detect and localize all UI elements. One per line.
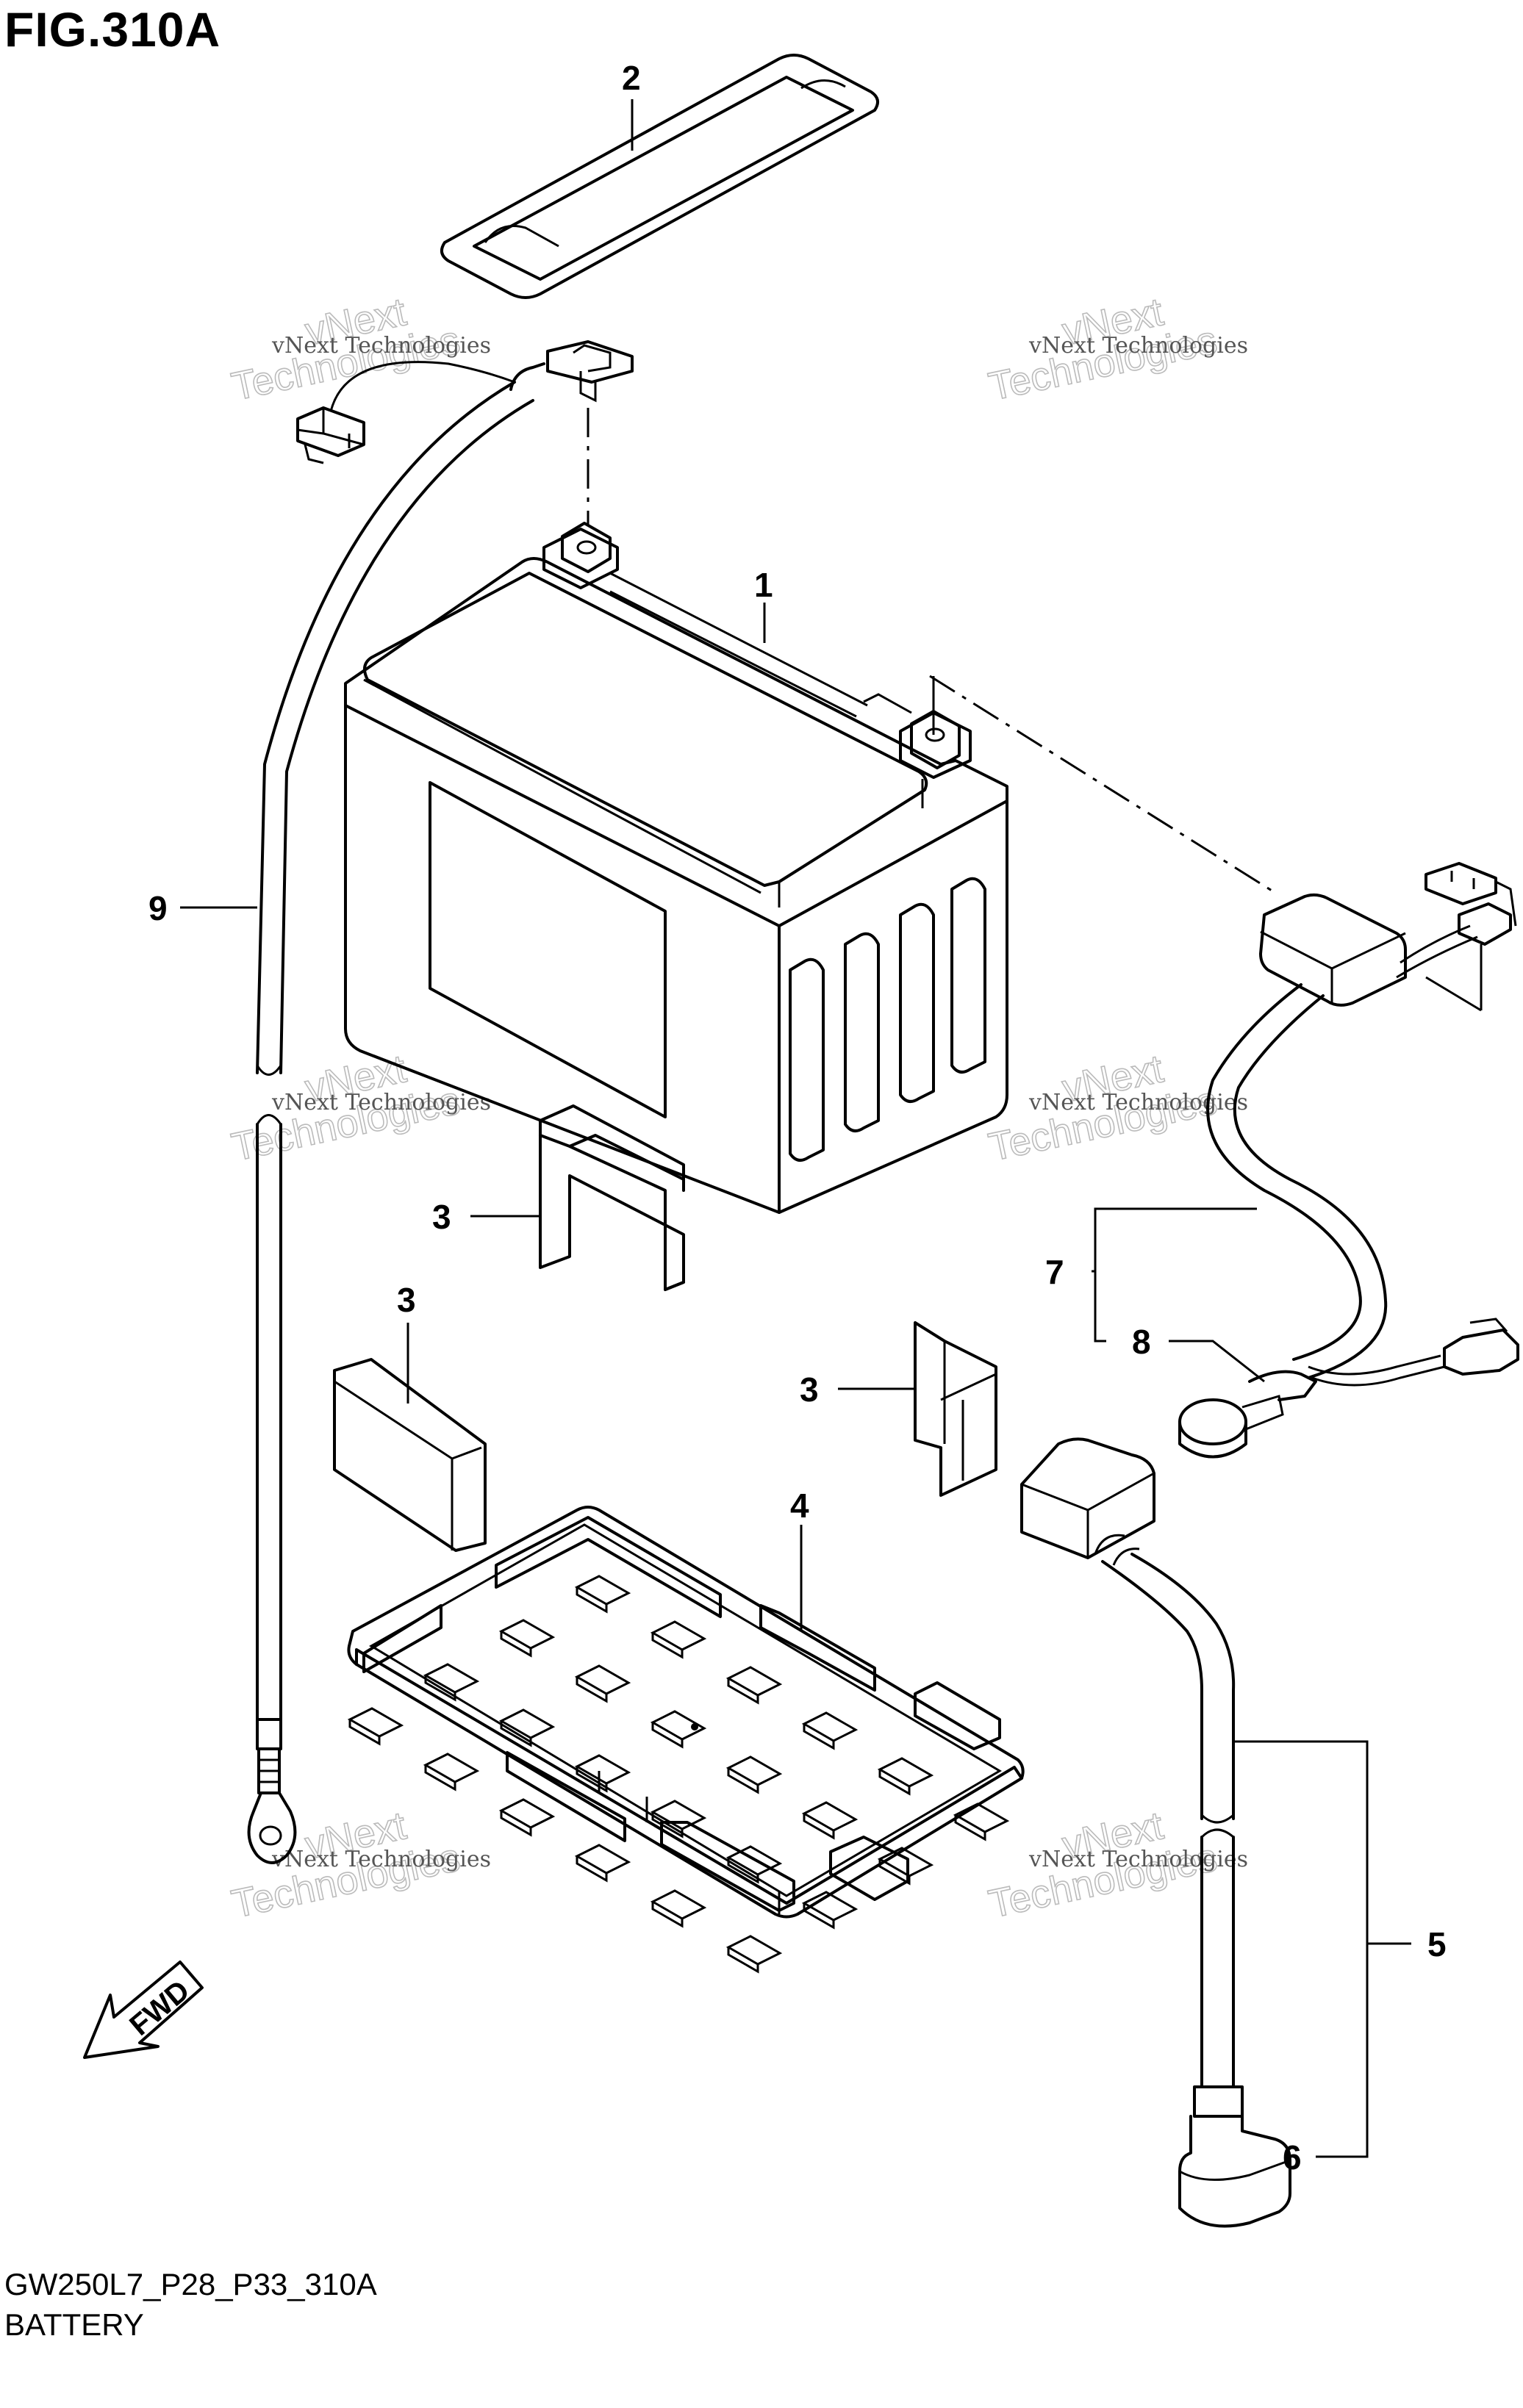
tray-slot bbox=[574, 1664, 631, 1703]
callout-4: 4 bbox=[790, 1487, 809, 1525]
tray-slot bbox=[574, 1844, 631, 1883]
tray-slot bbox=[877, 1757, 934, 1796]
tray-slot bbox=[347, 1707, 404, 1746]
tray-slot bbox=[498, 1798, 556, 1837]
tray-slot bbox=[423, 1753, 480, 1791]
callout-5: 5 bbox=[1427, 1925, 1447, 1963]
part-battery-band bbox=[440, 54, 879, 299]
drawing-code: GW250L7_P28_P33_310A bbox=[4, 2267, 377, 2301]
svg-text:vNext Technologies: vNext Technologies bbox=[1028, 1090, 1248, 1115]
svg-text:vNext Technologies: vNext Technologies bbox=[1028, 333, 1248, 359]
callouts: 2 1 9 3 3 3 4 7 8 5 6 bbox=[148, 59, 1447, 2177]
callout-2: 2 bbox=[622, 59, 641, 97]
callout-3-upper: 3 bbox=[432, 1198, 451, 1236]
part-cushion-upper bbox=[539, 1104, 685, 1291]
watermark-top-left: Technologies vNext vNext Technologies bbox=[227, 290, 491, 410]
watermark-bottom-left: Technologies vNext vNext Technologies bbox=[227, 1803, 491, 1927]
part-battery-tray bbox=[347, 1506, 1025, 1974]
tray-slot bbox=[423, 1663, 480, 1702]
tray-slot bbox=[574, 1575, 631, 1614]
part-cushion-sheet bbox=[333, 1358, 487, 1552]
part-cushion-lower bbox=[914, 1321, 997, 1497]
svg-text:vNext Technologies: vNext Technologies bbox=[1028, 1847, 1248, 1872]
tray-slot bbox=[650, 1889, 707, 1928]
tray-slots bbox=[347, 1575, 1010, 1974]
svg-text:vNext Technologies: vNext Technologies bbox=[271, 1847, 491, 1872]
callout-8: 8 bbox=[1132, 1323, 1151, 1361]
tray-slot bbox=[498, 1708, 556, 1747]
part-battery bbox=[344, 522, 1008, 1214]
leader-lines bbox=[180, 99, 1411, 2158]
callout-1: 1 bbox=[754, 566, 773, 604]
tray-slot bbox=[725, 1666, 783, 1705]
callout-3-lower: 3 bbox=[800, 1370, 819, 1409]
tray-slot bbox=[725, 1845, 783, 1884]
tray-slot bbox=[498, 1619, 556, 1658]
tray-slot bbox=[725, 1755, 783, 1794]
tray-slot bbox=[650, 1800, 707, 1839]
callout-7: 7 bbox=[1045, 1253, 1064, 1291]
tray-slot bbox=[650, 1710, 707, 1749]
tray-slot bbox=[877, 1847, 934, 1886]
tray-slot bbox=[650, 1620, 707, 1659]
watermark-mid-left: Technologies vNext vNext Technologies bbox=[227, 1046, 491, 1171]
tray-slot bbox=[574, 1754, 631, 1793]
callout-6: 6 bbox=[1283, 2138, 1302, 2177]
figure-title: FIG.310A bbox=[4, 2, 221, 57]
callout-9: 9 bbox=[148, 889, 168, 927]
svg-text:vNext Technologies: vNext Technologies bbox=[271, 1090, 491, 1115]
callout-3-sheet: 3 bbox=[397, 1281, 416, 1319]
watermark-bottom-right: Technologies vNext vNext Technologies bbox=[984, 1803, 1248, 1927]
part-positive-cable-with-fuse bbox=[929, 675, 1519, 1459]
fwd-arrow-icon: FWD bbox=[83, 1960, 204, 2059]
figure-name: BATTERY bbox=[4, 2307, 144, 2342]
tray-slot bbox=[801, 1711, 859, 1750]
tray-slot bbox=[801, 1891, 859, 1930]
tray-slot bbox=[725, 1935, 783, 1974]
part-negative-cable bbox=[247, 340, 634, 1864]
part-starter-cable bbox=[1020, 1437, 1291, 2228]
tray-slot bbox=[801, 1801, 859, 1840]
svg-text:vNext Technologies: vNext Technologies bbox=[271, 333, 491, 359]
watermark-top-right: Technologies vNext vNext Technologies bbox=[984, 290, 1248, 410]
tray-slot bbox=[953, 1803, 1010, 1841]
